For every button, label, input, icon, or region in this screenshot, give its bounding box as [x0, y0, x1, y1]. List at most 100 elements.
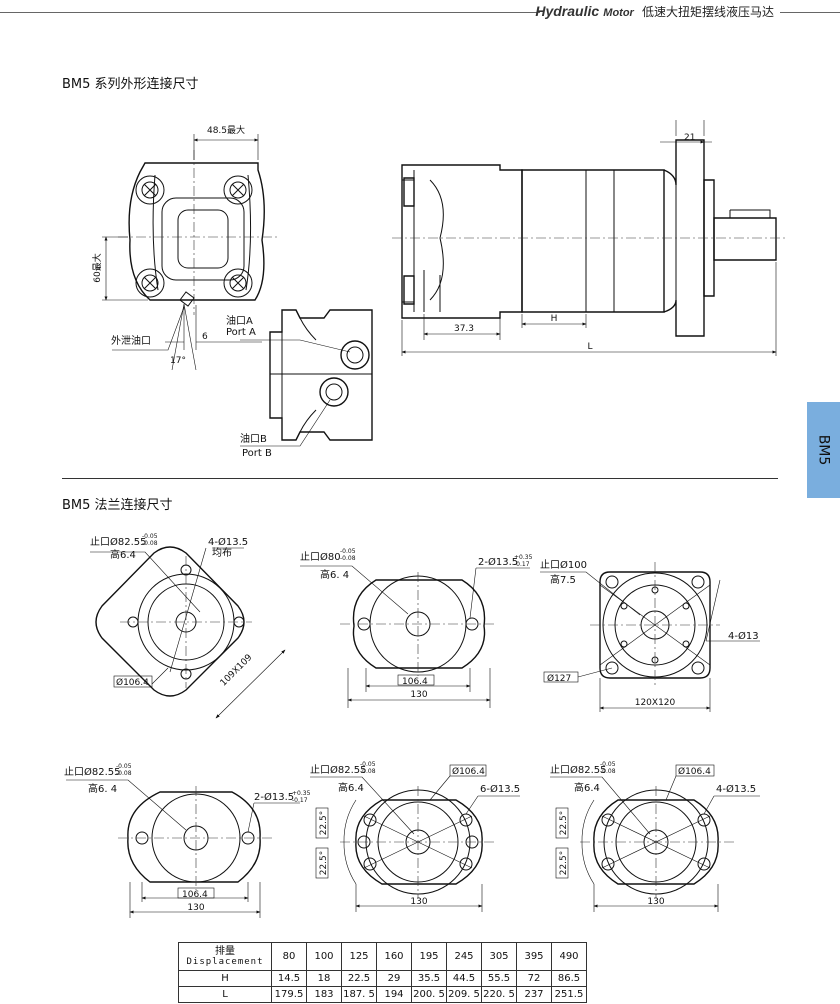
flange1-square: 109X109: [219, 653, 255, 689]
flange3-holes: 4-Ø13: [728, 630, 759, 642]
table-cell: 86.5: [551, 970, 587, 987]
row-label: H: [178, 970, 272, 987]
flange1-holes: 4-Ø13.5: [208, 536, 248, 548]
flange4-tol-up: -0.05: [116, 763, 132, 770]
flange5-tol-up: -0.05: [360, 761, 376, 768]
side-view: 21 37.3 H L: [392, 120, 788, 356]
flange4-holes: 2-Ø13.5: [254, 791, 294, 803]
header-title: Hydraulic Motor 低速大扭矩摆线液压马达: [535, 3, 774, 20]
header-rule-right: [780, 12, 840, 13]
section-divider: [62, 478, 778, 479]
table-cell: 35.5: [411, 970, 447, 987]
table-cell: 22.5: [341, 970, 377, 987]
dim-height-label: 60最大: [91, 253, 103, 282]
table-cell: 245: [446, 942, 482, 971]
port-a-en: Port A: [226, 327, 256, 338]
flange6-pilot: 止口Ø82.55: [550, 764, 607, 776]
flange-5: 22.5° 22.5° 止口Ø82.55 -0.05 -0.08 高6.4 Ø1…: [310, 761, 520, 912]
dim-six-label: 6: [202, 332, 208, 342]
front-view: 48.5最大 60最大 6 17° 外泄油口: [91, 124, 278, 371]
table-cell: 194: [376, 986, 412, 1003]
drain-port-label: 外泄油口: [111, 334, 151, 347]
flange-2: 106.4 130 止口Ø80 -0.05 -0.08 高6. 4 2-Ø13.…: [300, 548, 533, 708]
port-a-circle: [340, 340, 370, 370]
table-cell: 195: [411, 942, 447, 971]
bolt-hole-tl: [135, 175, 165, 205]
table-header-cell: 排量 Displacement: [178, 942, 272, 971]
table-cell: 209. 5: [446, 986, 482, 1003]
side-tab[interactable]: BM5: [807, 402, 840, 498]
flange3-height: 高7.5: [550, 573, 576, 586]
flange5-bcd-box: [449, 764, 487, 777]
flange2-holes-tol-dn: -0.17: [514, 561, 530, 568]
dim-width-label: 48.5最大: [207, 124, 245, 136]
flange4-bcd-box: [177, 887, 215, 899]
bolt-hole-bl: [135, 268, 165, 298]
port-b-en: Port B: [242, 448, 272, 459]
flange5-height: 高6.4: [338, 781, 364, 794]
flange2-bcd-box: [397, 674, 435, 686]
table-cell: 14.5: [271, 970, 307, 987]
flange5-holes: 6-Ø13.5: [480, 783, 520, 795]
row-label: L: [178, 986, 272, 1003]
flange5-angle1: 22.5°: [319, 811, 329, 836]
flange3-bcd: Ø127: [547, 673, 571, 684]
bolt-hole-br: [223, 268, 253, 298]
table-row: H 14.5 18 22.5 29 35.5 44.5 55.5 72 86.5: [178, 970, 587, 987]
header-title-cn: 低速大扭矩摆线液压马达: [641, 5, 774, 19]
port-a-cn: 油口A: [226, 314, 253, 327]
table-cell: 490: [551, 942, 587, 971]
table-row: L 179.5 183 187. 5 194 200. 5 209. 5 220…: [178, 986, 587, 1003]
brand-sub: Motor: [603, 7, 634, 19]
table-cell: 125: [341, 942, 377, 971]
table-cell: 251.5: [551, 986, 587, 1003]
flange1-tol-up: -0.05: [142, 533, 158, 540]
flange4-pilot: 止口Ø82.55: [64, 766, 121, 778]
table-cell: 220. 5: [481, 986, 517, 1003]
table-cell: 72: [516, 970, 552, 987]
table-cell: 55.5: [481, 970, 517, 987]
spec-table: 排量 Displacement 80 100 125 160 195 245 3…: [178, 942, 587, 1003]
flange1-tol-dn: -0.08: [142, 540, 158, 547]
flange2-tol-up: -0.05: [340, 548, 356, 555]
flange1-holes2: 均布: [212, 547, 232, 559]
flange6-tol-dn: -0.08: [600, 768, 616, 775]
table-cell: 160: [376, 942, 412, 971]
page-header: Hydraulic Motor 低速大扭矩摆线液压马达: [0, 0, 840, 26]
flange2-holes: 2-Ø13.5: [478, 556, 518, 568]
flange1-bcd: Ø106.4: [116, 677, 149, 688]
flange6-height: 高6.4: [574, 781, 600, 794]
flange4-bcd: 106.4: [182, 890, 208, 900]
table-cell: 187. 5: [341, 986, 377, 1003]
flange2-height: 高6. 4: [320, 568, 349, 581]
flange2-bcd: 106.4: [402, 677, 428, 687]
section1-title: BM5 系列外形连接尺寸: [62, 77, 199, 92]
port-b-cn: 油口B: [240, 432, 267, 445]
flange6-angle1: 22.5°: [559, 811, 569, 836]
table-cell: 237: [516, 986, 552, 1003]
flange-3: 止口Ø100 高7.5 4-Ø13 Ø127 120X120: [540, 559, 760, 712]
flange5-width: 130: [410, 897, 427, 907]
flange3-pilot: 止口Ø100: [540, 559, 587, 571]
flange2-width: 130: [410, 690, 427, 700]
flange6-width: 130: [647, 897, 664, 907]
table-cell: 29: [376, 970, 412, 987]
dim-l-label: L: [587, 342, 592, 352]
flange4-holes-tol-dn: -0.17: [292, 797, 308, 804]
flange5-pilot: 止口Ø82.55: [310, 764, 367, 776]
flange5-angle2: 22.5°: [319, 851, 329, 876]
bolt-hole-tr: [223, 175, 253, 205]
flange4-width: 130: [187, 903, 204, 913]
flange6-bcd: Ø106.4: [678, 766, 711, 777]
flange2-tol-dn: -0.08: [340, 555, 356, 562]
table-cell: 80: [271, 942, 307, 971]
port-view: 油口A Port A 油口B Port B: [226, 309, 373, 459]
flange6-tol-up: -0.05: [600, 761, 616, 768]
flange-4: 止口Ø82.55 -0.05 -0.08 高6. 4 2-Ø13.5 +0.35…: [64, 763, 311, 918]
table-cell: 200. 5: [411, 986, 447, 1003]
dim-21-label: 21: [684, 133, 695, 143]
table-cell: 18: [306, 970, 342, 987]
dim-373-label: 37.3: [454, 324, 474, 334]
table-header-row: 排量 Displacement 80 100 125 160 195 245 3…: [178, 942, 587, 971]
